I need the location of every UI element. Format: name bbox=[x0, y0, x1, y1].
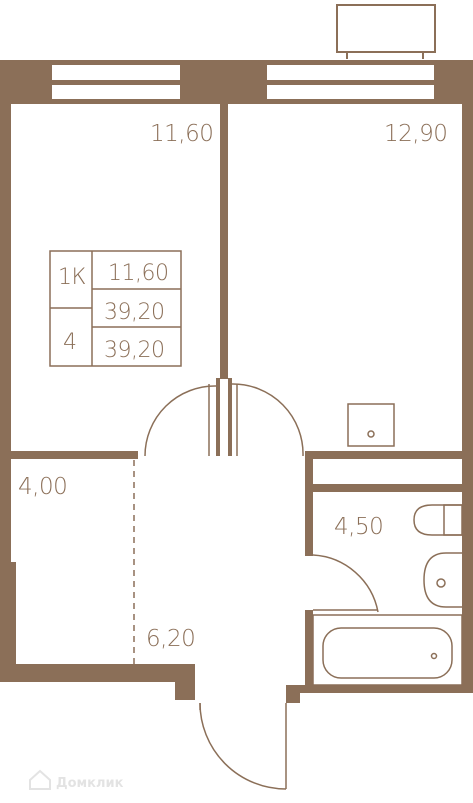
room-area-right: 12,90 bbox=[384, 121, 447, 147]
toilet bbox=[413, 504, 462, 536]
balcony bbox=[336, 4, 436, 53]
toilet-tank bbox=[443, 504, 463, 536]
wash-basin-drain bbox=[436, 578, 446, 588]
wall-left bbox=[0, 104, 11, 664]
window-right-frame-mid bbox=[267, 80, 434, 85]
wall-top-left-pier bbox=[0, 60, 52, 104]
wall-interior-stub-right bbox=[228, 378, 232, 456]
info-floor: 4 bbox=[63, 330, 77, 355]
door-swing-left-room bbox=[144, 385, 217, 457]
door-swing-right-room bbox=[231, 383, 304, 457]
wall-right-upper-notch bbox=[466, 104, 473, 249]
room-area-bathroom: 4,50 bbox=[334, 514, 383, 540]
walls bbox=[0, 60, 473, 703]
room-area-storage: 4,00 bbox=[18, 474, 67, 500]
wall-interior-stub-left bbox=[216, 378, 220, 456]
wall-bottom-left-step bbox=[175, 682, 195, 700]
wall-top-right-pier bbox=[434, 60, 473, 104]
bathtub bbox=[312, 614, 463, 686]
sink-kitchen bbox=[347, 403, 395, 447]
window-left-frame-top bbox=[52, 60, 180, 65]
window-left-frame-mid bbox=[52, 80, 180, 85]
wall-bath-top bbox=[305, 451, 462, 459]
info-total-area-2: 39,20 bbox=[104, 338, 164, 363]
wash-basin bbox=[423, 552, 462, 608]
bathtub-drain bbox=[430, 652, 438, 660]
info-total-area: 39,20 bbox=[104, 300, 164, 325]
house-icon bbox=[29, 769, 51, 790]
wall-top-mid-pier bbox=[180, 60, 267, 104]
watermark-text: Домклик bbox=[56, 776, 124, 791]
wall-bottom-right-step bbox=[286, 685, 300, 703]
info-type: 1К bbox=[58, 265, 86, 290]
wall-bath-left bbox=[305, 451, 313, 556]
wall-storage-top bbox=[11, 451, 138, 459]
door-swing-bathroom bbox=[312, 554, 379, 613]
room-area-left: 11,60 bbox=[150, 121, 213, 147]
wall-left-lower bbox=[0, 562, 16, 682]
window-right-frame-top bbox=[267, 60, 434, 65]
wall-bottom-right bbox=[293, 685, 473, 693]
wall-bottom-left bbox=[0, 664, 195, 682]
wall-interior-vertical bbox=[220, 104, 228, 379]
bathtub-inner bbox=[322, 627, 453, 679]
wall-bath-left-lower bbox=[305, 610, 313, 692]
window-right-frame-bottom bbox=[267, 99, 434, 104]
info-living-area: 11,60 bbox=[108, 261, 168, 286]
sink-kitchen-drain bbox=[367, 430, 375, 438]
door-swing-entrance bbox=[199, 702, 287, 790]
window-left-frame-bottom bbox=[52, 99, 180, 104]
wall-bath-top-2 bbox=[310, 484, 462, 492]
room-area-hall: 6,20 bbox=[146, 626, 195, 652]
wall-right bbox=[462, 104, 473, 692]
watermark: Домклик bbox=[29, 769, 124, 791]
